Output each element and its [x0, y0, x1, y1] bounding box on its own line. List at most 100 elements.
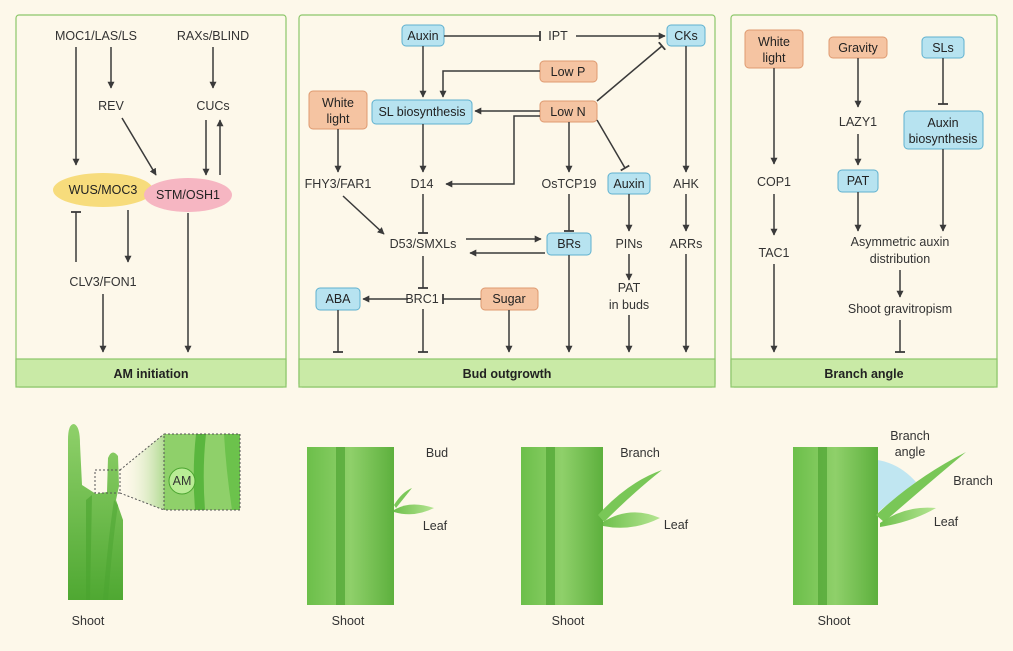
node-sl-bio: SL biosynthesis — [378, 105, 465, 119]
zoom-edge — [224, 434, 240, 510]
shoot-4-vein — [818, 447, 827, 605]
shoot-2-shape — [307, 447, 394, 605]
node-angle-light-2: light — [763, 51, 786, 65]
node-arrs: ARRs — [670, 237, 703, 251]
leaf-4-label: Leaf — [934, 515, 959, 529]
leaf-3-label: Leaf — [664, 518, 689, 532]
node-wus-bg — [53, 173, 153, 207]
shoot-1-vein-2 — [103, 500, 118, 600]
node-pins: PINs — [615, 237, 642, 251]
node-moc1: MOC1/LAS/LS — [55, 29, 137, 43]
node-auxin-bio-1: Auxin — [927, 116, 958, 130]
branch-3-label: Branch — [620, 446, 660, 460]
node-asym-2: distribution — [870, 252, 930, 266]
shoot-4-shape — [793, 447, 878, 605]
node-ipt: IPT — [548, 29, 568, 43]
illustration-branch: Branch Leaf Shoot — [521, 446, 689, 628]
node-brc1: BRC1 — [405, 292, 438, 306]
node-cucs: CUCs — [196, 99, 229, 113]
node-auxin-top: Auxin — [407, 29, 438, 43]
branch-4-label: Branch — [953, 474, 993, 488]
node-pat: PAT — [847, 174, 870, 188]
node-pat-2: in buds — [609, 298, 649, 312]
am-label: AM — [173, 474, 192, 488]
node-gravity: Gravity — [838, 41, 878, 55]
panel-branch-angle: Branch angle White light Gravity SLs LAZ… — [730, 14, 998, 388]
shoot-3-label: Shoot — [552, 614, 585, 628]
edge-lown-cks — [596, 41, 666, 102]
shoot-1-vein — [86, 495, 92, 600]
node-white-light-1: White — [322, 96, 354, 110]
node-low-n: Low N — [550, 105, 585, 119]
node-gravitropism: Shoot gravitropism — [848, 302, 952, 316]
leaf-4-shape — [880, 507, 936, 527]
leaf-2-label: Leaf — [423, 519, 448, 533]
shoot-3-vein — [546, 447, 555, 605]
node-clv3: CLV3/FON1 — [69, 275, 136, 289]
shoot-1-label: Shoot — [72, 614, 105, 628]
panel-bud-footer — [298, 358, 716, 388]
node-lazy1: LAZY1 — [839, 115, 877, 129]
node-raxs: RAXs/BLIND — [177, 29, 249, 43]
branch-4-shape — [876, 452, 966, 522]
leaf-2-shape — [394, 504, 434, 515]
panel-angle-frame — [730, 14, 998, 388]
node-aba: ABA — [325, 292, 351, 306]
shoot-3-shape — [521, 447, 603, 605]
panel-am-initiation: AM initiation MOC1/LAS/LS RAXs/BLIND REV… — [15, 14, 287, 388]
node-angle-light-1: White — [758, 35, 790, 49]
bud-shape — [394, 488, 412, 508]
node-pat-1: PAT — [618, 281, 641, 295]
node-ostcp19: OsTCP19 — [542, 177, 597, 191]
node-stm: STM/OSH1 — [156, 188, 220, 202]
panel-am-title: AM initiation — [114, 367, 189, 381]
zoom-cone — [120, 434, 164, 510]
illustration-am: AM Shoot — [68, 424, 241, 628]
node-d14: D14 — [411, 177, 434, 191]
zoom-box — [163, 433, 241, 511]
node-rev: REV — [98, 99, 124, 113]
zoom-vein — [193, 434, 206, 510]
zoom-line-top — [119, 433, 165, 471]
node-wus: WUS/MOC3 — [69, 183, 138, 197]
node-sugar: Sugar — [492, 292, 525, 306]
edge-lown-auxin — [596, 119, 630, 172]
illustration-branch-angle: Branch angle Branch Leaf Shoot — [793, 429, 993, 628]
shoot-2-label: Shoot — [332, 614, 365, 628]
edge-lowp-sl — [439, 70, 540, 98]
node-white-light-2: light — [327, 112, 350, 126]
node-cop1: COP1 — [757, 175, 791, 189]
node-sl-bio-box — [371, 99, 473, 125]
panel-bud-title: Bud outgrowth — [463, 367, 552, 381]
node-auxin-mid: Auxin — [613, 177, 644, 191]
bud-label: Bud — [426, 446, 448, 460]
node-asym-1: Asymmetric auxin — [851, 235, 950, 249]
panel-am-footer — [15, 358, 287, 388]
node-low-p: Low P — [551, 65, 586, 79]
panel-angle-footer — [730, 358, 998, 388]
branch-angle-label-2: angle — [895, 445, 926, 459]
shoot-2-vein — [336, 447, 345, 605]
node-d53: D53/SMXLs — [390, 237, 457, 251]
leaf-3-shape — [603, 512, 660, 528]
node-sls: SLs — [932, 41, 954, 55]
panel-angle-title: Branch angle — [824, 367, 903, 381]
node-fhy3: FHY3/FAR1 — [305, 177, 372, 191]
edge-rev-stm — [121, 117, 157, 176]
node-stm-bg — [144, 178, 232, 212]
shoot-4-label: Shoot — [818, 614, 851, 628]
node-cks: CKs — [674, 29, 698, 43]
node-brs: BRs — [557, 237, 581, 251]
node-ahk: AHK — [673, 177, 699, 191]
node-tac1: TAC1 — [758, 246, 789, 260]
panel-bud-outgrowth: Bud outgrowth Auxin IPT CKs Low P White … — [298, 14, 716, 388]
node-auxin-bio-2: biosynthesis — [909, 132, 978, 146]
branch-3-shape — [598, 470, 662, 522]
am-circle — [168, 467, 196, 495]
angle-arc — [878, 460, 916, 512]
edge-lown-d14 — [445, 115, 540, 188]
illustration-bud: Bud Leaf Shoot — [307, 446, 448, 628]
edge-fhy3-d53 — [342, 195, 385, 235]
branch-angle-label-1: Branch — [890, 429, 930, 443]
